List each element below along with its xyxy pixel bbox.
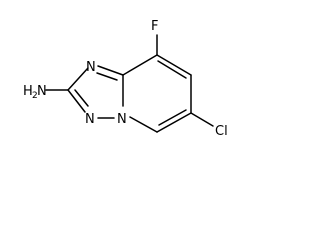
- bond-c6-c5-double: [158, 109, 187, 126]
- ring-n1-label: N: [86, 60, 96, 75]
- amine-subscript: 2: [32, 91, 38, 101]
- bond-c6-cl: [190, 112, 214, 127]
- atom-labels: F Cl H 2 N N N N: [23, 19, 228, 136]
- bonds: [45, 34, 214, 133]
- bond-c8a-n1: [97, 65, 124, 76]
- bond-c8-c7-double: [157, 60, 187, 79]
- ring-n3-label: N: [85, 112, 95, 127]
- bond-c8a-c8: [122, 54, 158, 76]
- bond-c8a-n1-double: [96, 72, 118, 81]
- bond-c8-c7: [156, 54, 192, 76]
- amine-n-label: N: [37, 84, 47, 99]
- bond-c2-n3: [67, 89, 86, 113]
- bond-c5-n4: [129, 116, 158, 133]
- fluorine-label: F: [151, 19, 158, 34]
- chlorine-label: Cl: [215, 124, 228, 136]
- ring-n4-bridge-label: N: [117, 112, 127, 127]
- bond-n1-c2: [67, 67, 89, 91]
- amine-h-label: H: [23, 84, 33, 99]
- bond-c6-c5: [156, 112, 192, 133]
- chemical-structure: F Cl H 2 N N N N: [23, 19, 228, 136]
- bond-c2-n3-double: [74, 89, 89, 107]
